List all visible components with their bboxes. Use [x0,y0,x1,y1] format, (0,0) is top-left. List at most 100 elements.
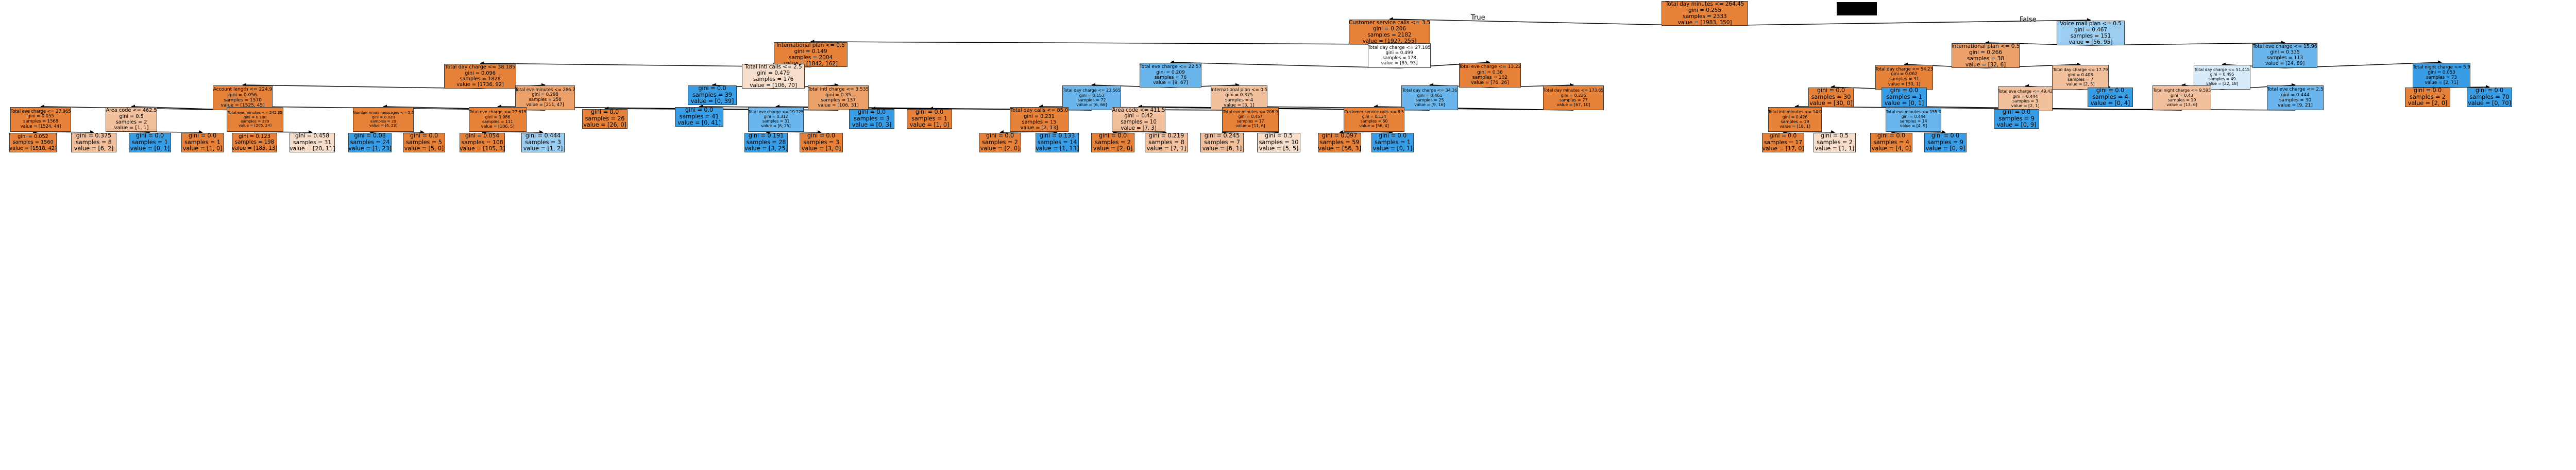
node-gini: gini = 0.0 [1877,132,1906,139]
node-value: value = [0, 3] [852,121,892,129]
node-condition: International plan <= 0.5 [776,42,845,48]
node-samples: samples = 108 [461,138,503,146]
node-condition: Total intl charge <= 3.535 [807,86,869,93]
node-value: value = [106, 5] [481,124,515,129]
node-condition: Total eve minutes <= 208.9 [1223,110,1278,115]
node-gini: gini = 0.0 [188,132,217,139]
node-value: value = [2, 0] [2408,100,2448,107]
node-value: value = [1, 0] [909,121,950,129]
node-samples: samples = 102 [1472,75,1507,80]
node-gini: gini = 0.209 [1156,69,1185,75]
node-condition: Total eve charge <= 13.22 [1459,64,1521,70]
node-value: value = [205, 24] [239,123,272,128]
node-gini: gini = 0.444 [525,132,561,139]
node-gini: gini = 0.062 [1891,72,1918,77]
node-condition: Customer service calls <= 8.5 [1344,110,1404,115]
node-samples: samples = 8 [1148,138,1184,146]
node-condition: Total eve minutes <= 266.7 [515,87,575,93]
node-samples: samples = 38 [1967,56,2004,62]
node-value: value = [18, 1] [1780,124,1810,129]
node-gini: gini = 0.479 [756,69,790,76]
tree-edge [1389,17,1705,26]
node-value: value = [2, 1] [2011,103,2040,109]
node-gini: gini = 0.133 [1039,132,1075,139]
node-condition: Total eve charge <= 15.96 [2252,44,2317,50]
node-samples: samples = 72 [1077,97,1106,102]
node-gini: gini = 0.226 [1561,92,1586,98]
node-value: value = [0, 1] [130,145,170,152]
node-gini: gini = 0.0 [915,108,944,115]
node-value: value = [9, 16] [1414,102,1445,108]
node-value: value = [32, 6] [1965,62,2006,68]
node-gini: gini = 0.231 [1024,113,1055,119]
node-gini: gini = 0.0 [1098,132,1127,139]
node-gini: gini = 0.495 [2210,72,2234,77]
node-samples: samples = 19 [1781,119,1809,124]
redaction-box [1837,2,1877,15]
node-samples: samples = 39 [692,91,732,98]
node-condition: Total eve charge <= 27.615 [469,109,527,115]
node-gini: gini = 0.0 [1378,132,1407,139]
node-gini: gini = 0.444 [2281,92,2310,98]
node-value: value = [2, 13] [1020,125,1058,131]
node-gini: gini = 0.0 [857,108,886,115]
node-value: value = [0, 41] [677,119,721,127]
node-value: value = [76, 26] [1471,80,1509,86]
node-condition: Total night charge <= 9.595 [2153,88,2211,93]
node-gini: gini = 0.096 [465,70,496,76]
node-samples: samples = 3 [854,115,890,122]
node-gini: gini = 0.056 [228,92,257,98]
node-samples: samples = 76 [1154,75,1187,80]
node-value: value = [1, 1] [1815,145,1855,152]
node-value: value = [0, 9] [1925,145,1965,152]
node-samples: samples = 5 [406,138,442,146]
node-gini: gini = 0.191 [748,132,784,139]
node-value: value = [1, 2] [523,145,563,152]
node-samples: samples = 7 [2067,77,2093,82]
node-condition: Customer service calls <= 3.5 [1348,19,1431,26]
node-gini: gini = 0.0 [1817,86,1845,94]
node-value: value = [0, 39] [690,98,734,105]
node-value: value = [2, 5] [2066,81,2095,87]
node-value: value = [1927, 255] [1362,38,1417,45]
node-samples: samples = 1560 [12,140,54,146]
node-gini: gini = 0.408 [2067,72,2093,77]
node-condition: Voice mail plan <= 0.5 [2060,20,2122,27]
node-samples: samples = 41 [679,113,719,120]
node-gini: gini = 0.053 [2428,69,2455,75]
node-gini: gini = 0.0 [135,132,164,139]
node-value: value = [6, 66] [1076,102,1107,108]
node-condition: Total day charge <= 54.23 [1875,66,1933,72]
node-condition: Total day charge <= 27.185 [1368,45,1431,50]
node-value: value = [26, 0] [583,121,626,129]
node-samples: samples = 31 [1889,77,1919,82]
node-value: value = [106, 31] [818,102,859,109]
node-value: value = [211, 47] [526,102,564,108]
node-condition: Total eve minutes <= 155.3 [1886,110,1941,115]
node-samples: samples = 7 [1204,138,1240,146]
node-samples: samples = 77 [1559,97,1588,102]
node-value: value = [185, 13] [231,145,278,151]
tree-edge [1170,60,1400,68]
